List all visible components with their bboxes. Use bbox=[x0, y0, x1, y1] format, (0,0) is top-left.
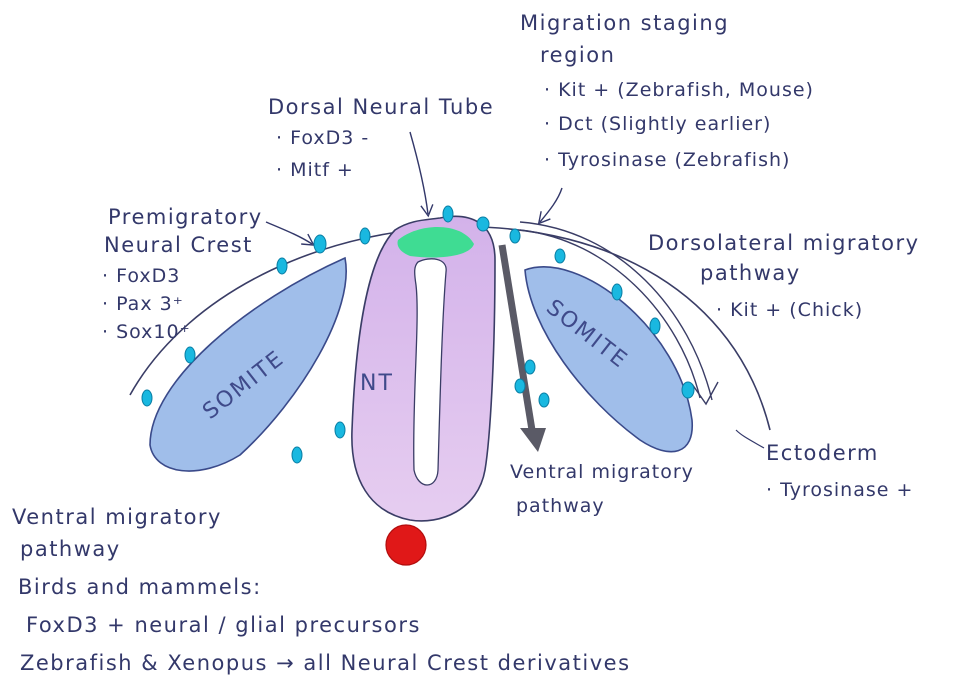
pointer-staging bbox=[540, 188, 562, 222]
marker-sox10: · Sox10⁺ bbox=[102, 321, 191, 343]
marker-kit-chick: · Kit + (Chick) bbox=[716, 299, 863, 321]
ventral-bottom-line5: Zebrafish & Xenopus → all Neural Crest d… bbox=[20, 651, 631, 675]
pointer-premigratory bbox=[266, 222, 312, 244]
ventral-right-line2: pathway bbox=[516, 495, 605, 517]
dorsolateral-title: Dorsolateral migratory bbox=[648, 231, 920, 255]
ventral-bottom-line2: pathway bbox=[20, 537, 121, 561]
crest-cell bbox=[477, 217, 489, 231]
crest-cell bbox=[314, 235, 326, 253]
crest-cell bbox=[335, 422, 345, 438]
marker-foxd3-negative: · FoxD3 - bbox=[276, 127, 369, 149]
notochord bbox=[386, 525, 426, 565]
crest-cell bbox=[612, 284, 622, 300]
crest-cell bbox=[510, 229, 520, 243]
marker-kit: · Kit + (Zebrafish, Mouse) bbox=[544, 79, 814, 101]
ventral-right-annotation: Ventral migratory pathway bbox=[510, 461, 694, 517]
crest-cell bbox=[443, 206, 453, 222]
migration-staging-title-2: region bbox=[540, 43, 615, 67]
ventral-bottom-line4: FoxD3 + neural / glial precursors bbox=[26, 613, 421, 637]
crest-cell bbox=[650, 318, 660, 334]
crest-cell bbox=[142, 390, 152, 406]
crest-cell bbox=[515, 379, 525, 393]
ventral-bottom-annotation: Ventral migratory pathway Birds and mamm… bbox=[12, 505, 631, 675]
marker-mitf-positive: · Mitf + bbox=[276, 159, 354, 181]
marker-pax3: · Pax 3⁺ bbox=[102, 293, 184, 315]
premigratory-title-2: Neural Crest bbox=[104, 233, 253, 257]
ventral-bottom-line3: Birds and mammels: bbox=[18, 575, 262, 599]
crest-cell bbox=[360, 228, 370, 244]
pointer-ectoderm bbox=[736, 430, 764, 448]
ectoderm-annotation: Ectoderm · Tyrosinase + bbox=[766, 441, 913, 501]
somite-left bbox=[150, 258, 346, 471]
marker-foxd3: · FoxD3 bbox=[102, 265, 180, 287]
crest-cell bbox=[682, 382, 694, 398]
crest-cell bbox=[525, 360, 535, 374]
ectoderm-title: Ectoderm bbox=[766, 441, 879, 465]
neural-tube-label: NT bbox=[360, 371, 394, 396]
premigratory-title: Premigratory bbox=[108, 205, 263, 229]
crest-cell bbox=[292, 447, 302, 463]
marker-tyrosinase-zebrafish: · Tyrosinase (Zebrafish) bbox=[544, 149, 790, 171]
migration-staging-title: Migration staging bbox=[520, 11, 729, 35]
crest-cell bbox=[555, 249, 565, 263]
crest-cell bbox=[539, 393, 549, 407]
dorsolateral-annotation: Dorsolateral migratory pathway · Kit + (… bbox=[648, 231, 920, 321]
ventral-bottom-line1: Ventral migratory bbox=[12, 505, 222, 529]
marker-dct: · Dct (Slightly earlier) bbox=[544, 113, 771, 135]
pointer-dorsal bbox=[410, 132, 428, 214]
crest-cell bbox=[185, 347, 195, 363]
dorsal-neural-tube-annotation: Dorsal Neural Tube · FoxD3 - · Mitf + bbox=[268, 95, 494, 181]
dorsal-neural-tube-title: Dorsal Neural Tube bbox=[268, 95, 494, 119]
crest-cell bbox=[277, 258, 287, 274]
marker-tyrosinase: · Tyrosinase + bbox=[766, 479, 913, 501]
dorsolateral-title-2: pathway bbox=[700, 261, 801, 285]
migration-staging-annotation: Migration staging region · Kit + (Zebraf… bbox=[520, 11, 814, 171]
ventral-right-line1: Ventral migratory bbox=[510, 461, 694, 483]
ventral-arrow-head bbox=[520, 428, 546, 452]
